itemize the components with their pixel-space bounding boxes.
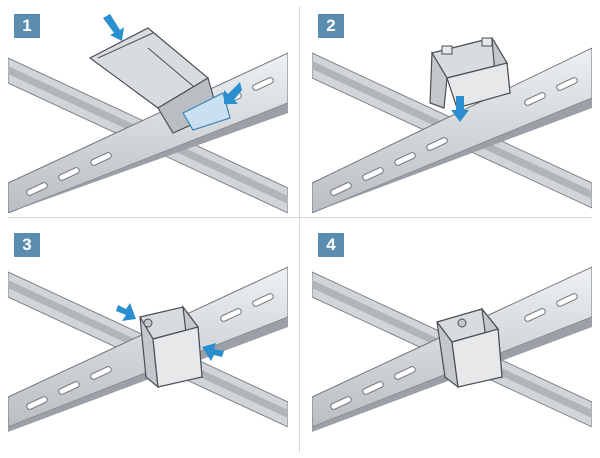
step-3-illustration <box>8 266 288 432</box>
squeeze-arrow-icon <box>224 82 242 104</box>
rail-slots <box>330 77 578 196</box>
step-4-illustration <box>312 266 592 432</box>
step-number-badge: 1 <box>14 14 40 38</box>
step-number-badge: 3 <box>14 233 40 257</box>
step-number-badge: 2 <box>318 14 344 38</box>
rail-slots <box>330 293 578 410</box>
step-panel-4: 4 <box>312 227 592 432</box>
horizontal-divider <box>8 217 592 218</box>
down-arrow-icon <box>103 14 124 41</box>
squeeze-arrow-icon <box>116 303 136 321</box>
down-arrow-icon <box>451 96 469 122</box>
clip <box>435 306 503 389</box>
step-panel-1: 1 <box>8 8 288 213</box>
step-number-badge: 4 <box>318 233 344 257</box>
squeeze-arrow-icon <box>202 343 224 361</box>
step-panel-3: 3 <box>8 227 288 432</box>
step-panel-2: 2 <box>312 8 592 213</box>
clip <box>139 304 203 389</box>
rail-slots <box>26 293 274 410</box>
clip <box>88 27 231 134</box>
step-1-illustration <box>8 14 288 213</box>
step-2-illustration <box>312 37 592 213</box>
vertical-divider <box>299 6 300 452</box>
